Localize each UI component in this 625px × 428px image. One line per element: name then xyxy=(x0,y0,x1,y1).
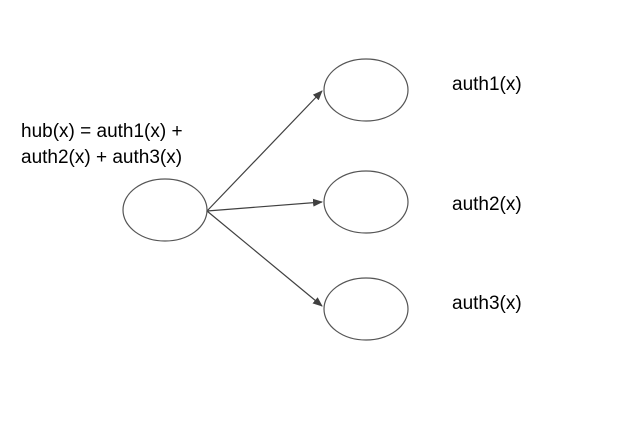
auth3-node xyxy=(323,277,409,341)
edge-hub-to-auth2 xyxy=(206,198,323,212)
edge-hub-to-auth1 xyxy=(206,90,323,212)
auth1-label: auth1(x) xyxy=(452,74,522,95)
auth3-label: auth3(x) xyxy=(452,293,522,314)
edge-hub-to-auth3 xyxy=(206,210,323,307)
auth1-node xyxy=(323,58,409,122)
hub-node xyxy=(122,178,208,242)
auth2-node xyxy=(323,170,409,234)
hub-label-line-2: auth2(x) + auth3(x) xyxy=(21,147,182,168)
hub-label-line-1: hub(x) = auth1(x) + xyxy=(21,121,183,142)
auth2-label: auth2(x) xyxy=(452,194,522,215)
